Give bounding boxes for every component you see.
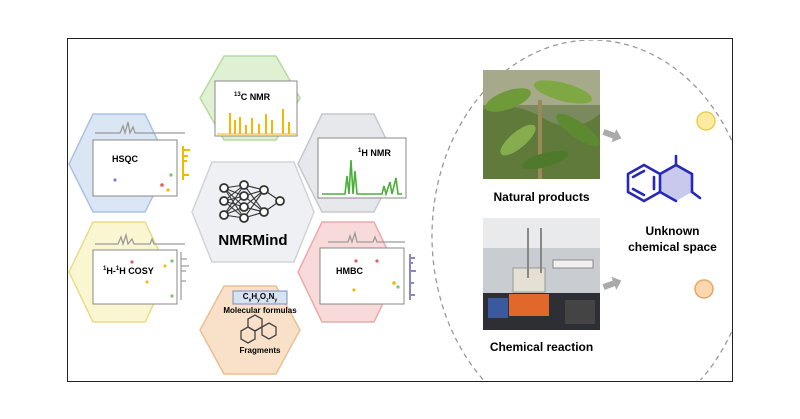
hmbc-panel [319, 230, 416, 305]
unknown-label-line1: Unknown [645, 224, 700, 238]
c13-text: C NMR [240, 92, 271, 102]
benzene-molecule-icon [626, 154, 702, 203]
cosy-label: 1H-1H COSY [103, 266, 154, 276]
h1-sup: 1 [358, 148, 362, 154]
formula-h: H [251, 292, 258, 301]
unknown-label-line2: chemical space [628, 240, 717, 254]
hsqc-label: HSQC [112, 154, 139, 164]
formula-y2: y [274, 297, 278, 304]
arrow-icon [602, 129, 622, 143]
hsqc-panel [92, 121, 190, 197]
orbit-node-icon [696, 111, 716, 131]
formula-box [232, 290, 288, 305]
hex-formula [199, 285, 301, 375]
formula-n: N [268, 292, 275, 301]
c13-nmr-label: 13C NMR [234, 92, 270, 102]
neural-network-icon [219, 180, 285, 223]
figure-frame [67, 38, 733, 382]
orbit-arc [431, 40, 732, 380]
fragment-molecule-icon [240, 314, 277, 344]
arrow-icon [602, 276, 622, 290]
natural-products-label: Natural products [493, 190, 590, 204]
h1-nmr-label: 1H NMR [358, 148, 391, 158]
formula-o: O [259, 292, 267, 301]
cosy-text-2: H COSY [119, 266, 154, 276]
formula-c: C [242, 292, 249, 301]
formula-x: x [248, 297, 252, 304]
cosy-sup-1: 1 [103, 266, 107, 272]
cosy-sup-2: 1 [115, 266, 120, 272]
fragments-label: Fragments [239, 346, 281, 355]
formula-z: z [266, 297, 269, 304]
c13-nmr-panel [214, 80, 298, 137]
formula-y: y [257, 297, 260, 304]
center-label: NMRMind [218, 232, 288, 249]
chemical-reaction-label: Chemical reaction [489, 340, 594, 354]
orbit-node-icon [694, 279, 714, 299]
cosy-panel [92, 232, 189, 305]
h1-text: H NMR [361, 148, 391, 158]
hmbc-label: HMBC [336, 266, 363, 276]
formula-label: CxHyOzNy [233, 292, 287, 304]
chemical-reaction-photo [483, 218, 600, 330]
c13-sup: 13 [234, 92, 241, 98]
cosy-text-1: H- [106, 266, 116, 276]
h1-nmr-panel [317, 137, 407, 199]
molecular-formulas-label: Molecular formulas [223, 306, 297, 315]
natural-products-photo [483, 70, 600, 179]
